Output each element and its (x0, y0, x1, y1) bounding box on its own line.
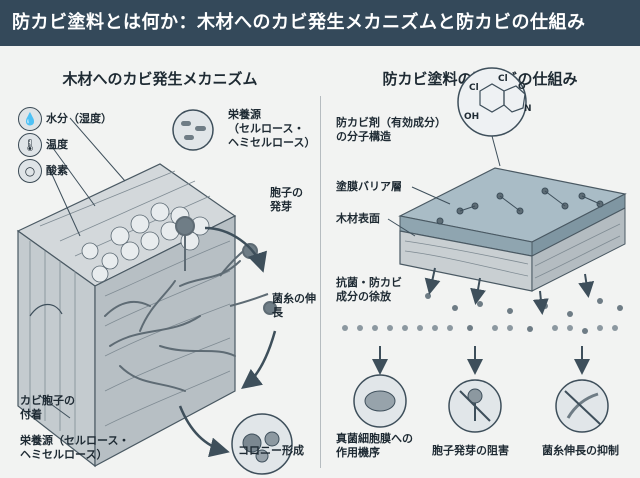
panel-divider (320, 96, 321, 468)
nutrient-top-label: 栄養源（セルロース・ヘミセルロース） (228, 108, 316, 149)
factor-oxygen-label: 酸素 (46, 164, 68, 177)
surface-label: 木材表面 (336, 212, 380, 225)
factor-temperature-label: 温度 (46, 138, 68, 151)
molecule-magnifier (457, 67, 527, 137)
thermometer-icon: 🌡 (18, 133, 42, 157)
oxygen-icon: ○ (18, 159, 42, 183)
page-title: 防カビ塗料とは何か：木材へのカビ発生メカニズムと防カビの仕組み (0, 0, 640, 46)
effect-hyphae-label: 菌糸伸長の抑制 (542, 444, 619, 457)
left-panel-title: 木材へのカビ発生メカニズム (62, 70, 258, 88)
wood-mold-illustration (16, 109, 293, 475)
release-label: 抗菌・防カビ成分の徐放 (336, 276, 402, 303)
atom-n: N (524, 104, 532, 114)
left-panel: 木材へのカビ発生メカニズム (0, 46, 320, 478)
colony-icon (231, 413, 293, 475)
nutrient-bottom-label: 栄養源（セルロース・ヘミセルロース） (20, 434, 130, 461)
atom-cl-2: Cl (498, 74, 508, 84)
atom-oh: OH (464, 112, 480, 122)
spore-attach-label: カビ胞子の付着 (20, 394, 75, 421)
hyphae-growth-label: 菌糸の伸長 (272, 292, 316, 319)
spore-germination-label: 胞子の発芽 (270, 186, 303, 213)
bacteria-icon (172, 109, 214, 151)
coating-mechanism-illustration (342, 67, 627, 433)
effect-germination-label: 胞子発芽の阻害 (432, 444, 509, 457)
right-panel: 防カビ塗料の防カビの仕組み (320, 46, 640, 478)
factor-water-label: 水分（湿度） (46, 112, 112, 125)
colony-label: コロニー形成 (238, 444, 304, 457)
atom-cl-1: Cl (469, 83, 479, 93)
barrier-label: 塗膜バリア層 (336, 180, 402, 193)
water-drop-icon: 💧 (18, 107, 42, 131)
atom-o: O (518, 82, 526, 92)
effect-membrane-label: 真菌細胞膜への作用機序 (336, 432, 413, 459)
agent-molecule-label: 防カビ剤（有効成分）の分子構造 (336, 116, 446, 143)
